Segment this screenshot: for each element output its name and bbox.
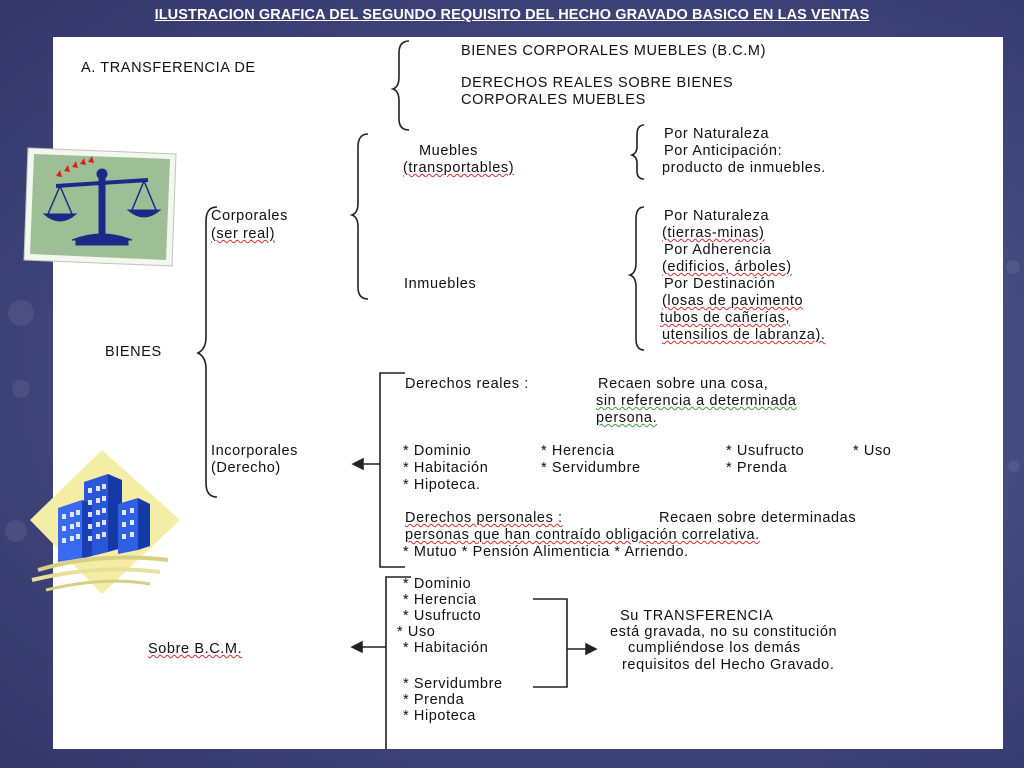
personales-desc: Recaen sobre determinadas — [659, 510, 857, 526]
arrow-transfer-head — [585, 642, 598, 656]
label-bcm: BIENES CORPORALES MUEBLES (B.C.M) — [461, 43, 767, 59]
label-sobre-bcm: Sobre B.C.M. — [148, 641, 243, 657]
bracket-transferencia — [533, 598, 568, 688]
inmuebles-item: (losas de pavimento — [662, 293, 804, 309]
sobre-bcm-item: * Hipoteca — [403, 708, 476, 724]
inmuebles-item: (edificios, árboles) — [662, 259, 792, 275]
buildings-icon — [28, 448, 183, 598]
sobre-bcm-item: * Servidumbre — [403, 676, 503, 692]
muebles-item: Por Naturaleza — [664, 126, 770, 142]
inmuebles-item: (tierras-minas) — [662, 225, 765, 241]
reales-item: * Habitación — [403, 460, 489, 476]
reales-item: * Servidumbre — [541, 460, 641, 476]
brace-corporales — [349, 133, 369, 300]
label-bienes: BIENES — [105, 344, 162, 360]
reales-item: * Herencia — [541, 443, 615, 459]
scales-icon — [20, 140, 180, 270]
sobre-bcm-item: * Habitación — [403, 640, 489, 656]
label-muebles: Muebles — [419, 143, 479, 159]
reales-desc: Recaen sobre una cosa, — [598, 376, 769, 392]
background-dot — [1006, 260, 1020, 274]
bracket-lines — [196, 40, 645, 749]
reales-item: * Usufructo — [726, 443, 805, 459]
brace-bienes — [196, 206, 218, 498]
reales-item: * Hipoteca. — [403, 477, 481, 493]
sobre-bcm-item: * Uso — [397, 624, 436, 640]
brace-transferencia — [390, 40, 410, 131]
inmuebles-item: Por Adherencia — [664, 242, 772, 258]
reales-item: * Prenda — [726, 460, 788, 476]
content-panel: A. TRANSFERENCIA DE BIENES CORPORALES MU… — [53, 37, 1003, 749]
inmuebles-item: Por Destinación — [664, 276, 776, 292]
transfer-text: cumpliéndose los demás — [628, 640, 801, 656]
label-derechos-reales-2: CORPORALES MUEBLES — [461, 92, 646, 108]
arrow-incorporales-head — [351, 457, 364, 471]
reales-desc: persona. — [596, 410, 658, 426]
background-dot — [8, 300, 34, 326]
label-derecho: (Derecho) — [211, 460, 281, 476]
reales-desc: sin referencia a determinada — [596, 393, 797, 409]
label-derechos-reales-1: DERECHOS REALES SOBRE BIENES — [461, 75, 734, 91]
inmuebles-item: utensilios de labranza). — [662, 327, 826, 343]
inmuebles-item: tubos de cañerías, — [660, 310, 791, 326]
reales-item: * Uso — [853, 443, 892, 459]
personales-items: * Mutuo * Pensión Alimenticia * Arriendo… — [403, 544, 689, 560]
transfer-text: está gravada, no su constitución — [610, 624, 838, 640]
muebles-item: producto de inmuebles. — [662, 160, 826, 176]
sobre-bcm-item: * Usufructo — [403, 608, 482, 624]
background-dot — [12, 380, 30, 398]
bracket-incorporales — [379, 372, 405, 568]
background-dot — [5, 520, 27, 542]
label-transferencia: A. TRANSFERENCIA DE — [81, 60, 256, 76]
label-incorporales: Incorporales — [211, 443, 298, 459]
brace-muebles — [629, 124, 645, 180]
sobre-bcm-item: * Prenda — [403, 692, 465, 708]
inmuebles-item: Por Naturaleza — [664, 208, 770, 224]
sobre-bcm-item: * Dominio — [403, 576, 472, 592]
label-derechos-reales: Derechos reales : — [405, 376, 529, 392]
label-derechos-personales: Derechos personales : — [405, 510, 563, 526]
slide-title: ILUSTRACION GRAFICA DEL SEGUNDO REQUISIT… — [154, 7, 870, 23]
label-ser-real: (ser real) — [211, 226, 276, 242]
personales-desc: personas que han contraído obligación co… — [405, 527, 760, 543]
label-corporales: Corporales — [211, 208, 288, 224]
background-dot — [1008, 460, 1020, 472]
bracket-sobre-bcm — [385, 576, 411, 749]
label-inmuebles: Inmuebles — [404, 276, 477, 292]
label-transportables: (transportables) — [403, 160, 515, 176]
arrow-sobre-bcm-head — [350, 640, 363, 654]
transfer-text: Su TRANSFERENCIA — [620, 608, 774, 624]
transfer-text: requisitos del Hecho Gravado. — [622, 657, 835, 673]
brace-inmuebles — [627, 206, 645, 351]
reales-item: * Dominio — [403, 443, 472, 459]
muebles-item: Por Anticipación: — [664, 143, 783, 159]
sobre-bcm-item: * Herencia — [403, 592, 477, 608]
